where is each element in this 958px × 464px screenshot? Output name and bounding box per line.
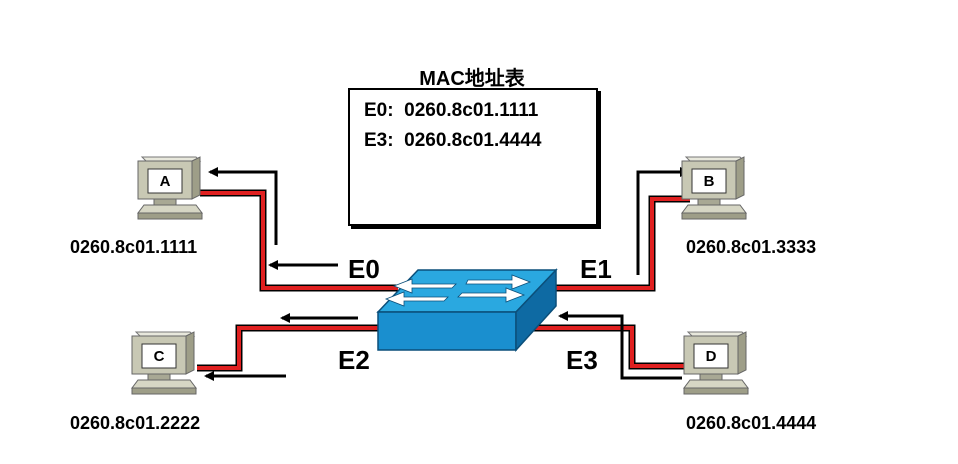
arrow-from-d — [558, 311, 682, 380]
port-e2-label: E2 — [338, 345, 370, 375]
pc-b-label: B — [704, 173, 715, 190]
arrows — [204, 167, 690, 381]
mac-table-entry: E3: 0260.8c01.4444 — [364, 130, 542, 152]
entry-mac: 0260.8c01.4444 — [404, 130, 542, 151]
links — [197, 189, 692, 372]
arrow-to-b — [636, 167, 690, 275]
pc-c: C — [131, 331, 197, 395]
pc-d-label: D — [706, 348, 717, 365]
switch-arrows-icon — [384, 274, 532, 307]
host-c-mac: 0260.8c01.2222 — [70, 413, 201, 433]
switch — [376, 268, 558, 352]
port-e3-label: E3 — [566, 345, 598, 375]
port-e0-label: E0 — [348, 254, 380, 284]
link-d-e3 — [510, 324, 692, 370]
host-a-mac: 0260.8c01.1111 — [70, 237, 198, 257]
pc-b: B — [681, 156, 747, 220]
pc-c-label: C — [154, 348, 165, 365]
mac-table-entry: E0: 0260.8c01.1111 — [364, 100, 538, 122]
entry-port: E0: — [364, 100, 394, 121]
pc-d: D — [683, 331, 749, 395]
arrow-to-a — [208, 167, 278, 245]
mac-table-title: MAC地址表 — [419, 68, 525, 90]
pc-a-label: A — [160, 173, 171, 190]
host-b-mac: 0260.8c01.3333 — [686, 237, 817, 257]
pc-a: A — [137, 156, 203, 220]
mac-table: E0: 0260.8c01.1111 E3: 0260.8c01.4444 — [348, 88, 598, 226]
port-e1-label: E1 — [580, 254, 612, 284]
entry-port: E3: — [364, 130, 394, 151]
entry-mac: 0260.8c01.1111 — [404, 100, 539, 121]
host-d-mac: 0260.8c01.4444 — [686, 413, 817, 433]
